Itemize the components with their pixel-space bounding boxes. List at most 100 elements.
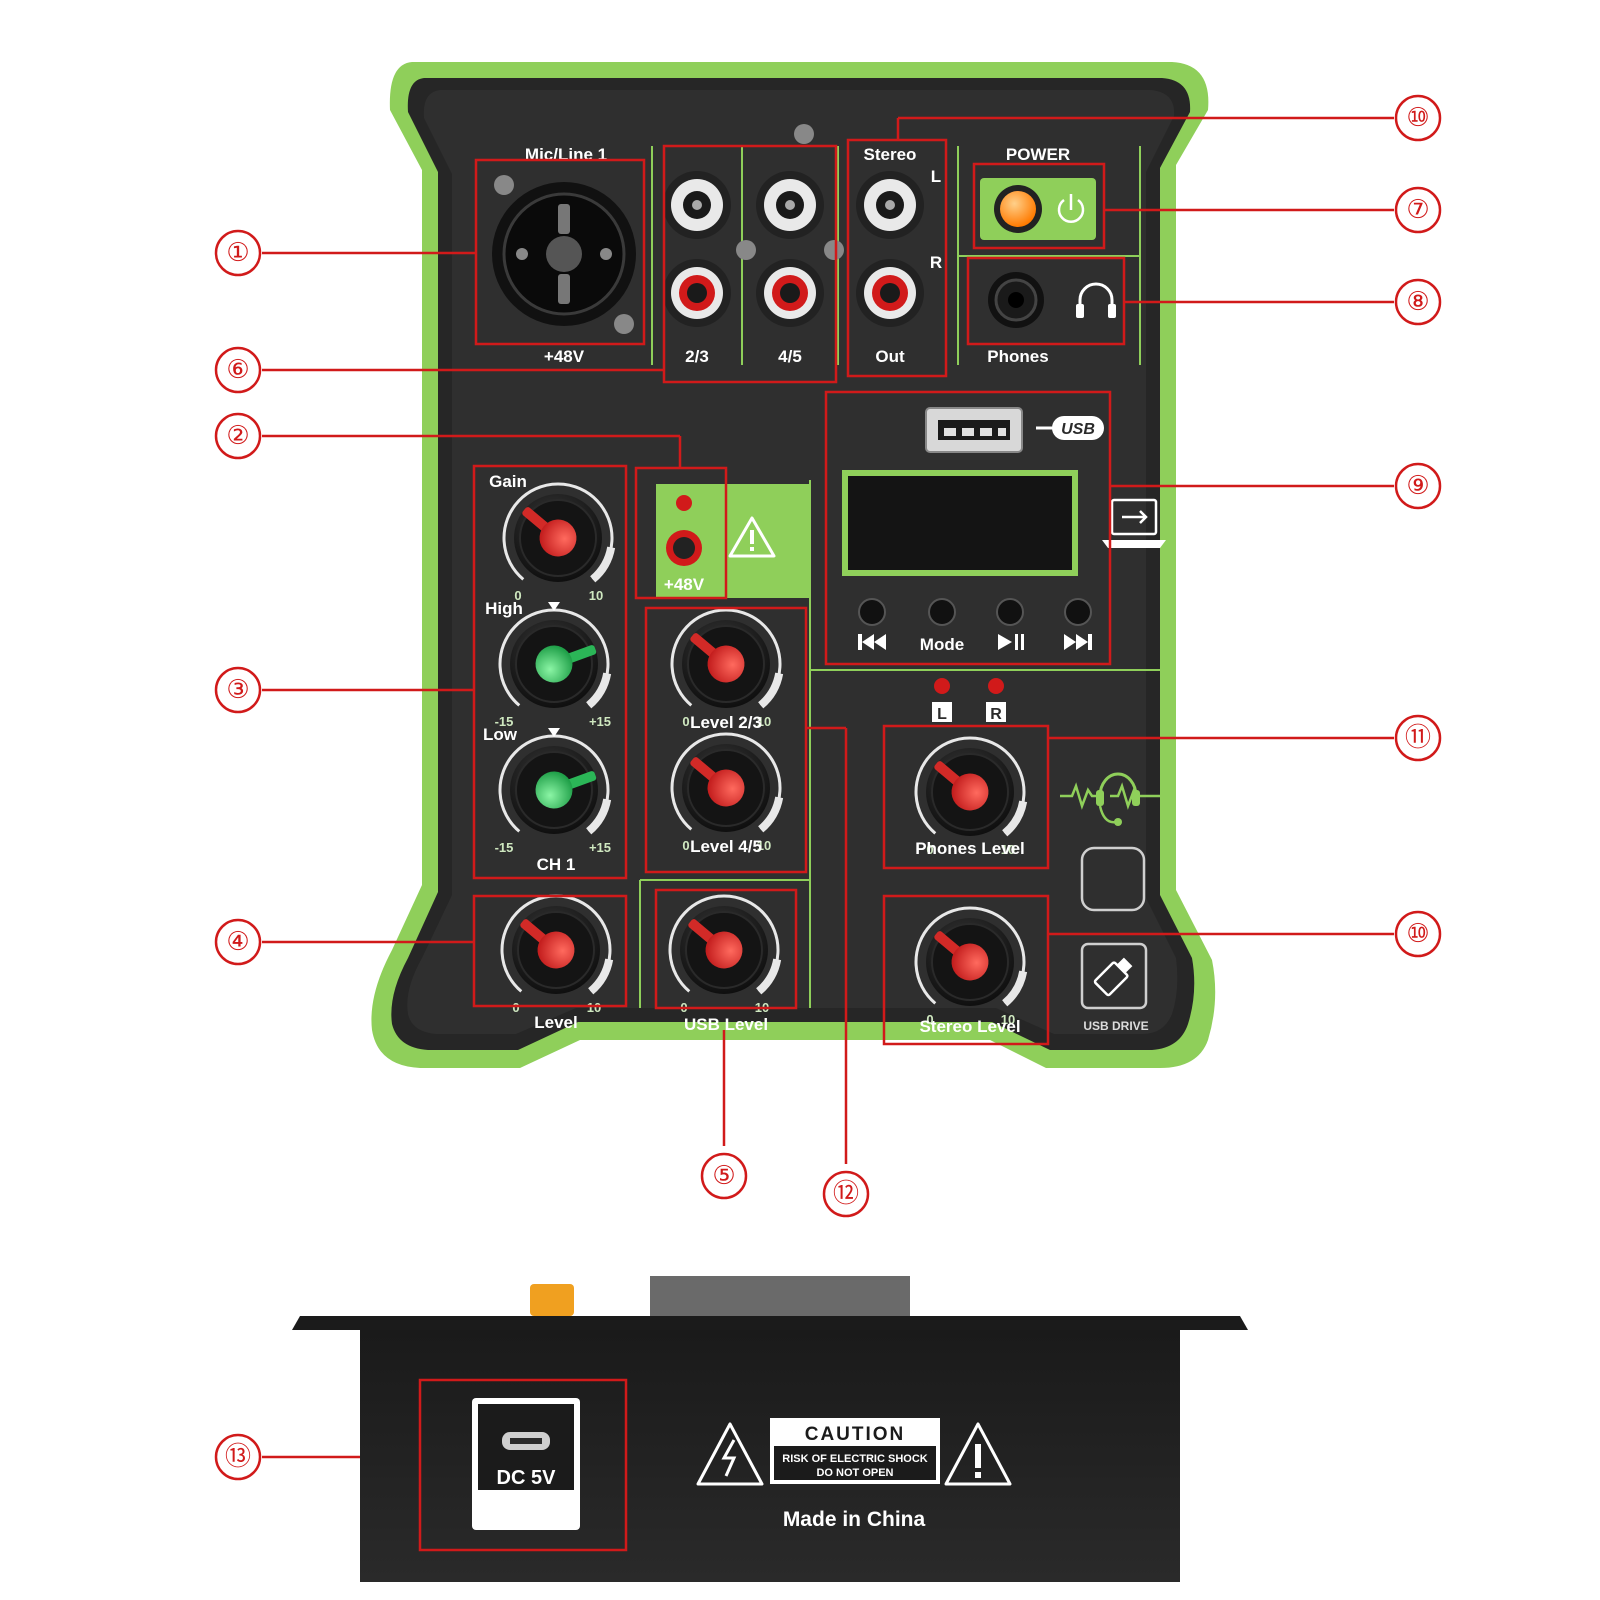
- callout-4: ④: [214, 918, 262, 966]
- headphones-icon: [1076, 282, 1116, 318]
- play-pause-button[interactable]: [996, 598, 1024, 626]
- phones-output[interactable]: Phones: [987, 272, 1116, 366]
- panel-dividers: [639, 146, 1160, 1008]
- caution-title: CAUTION: [805, 1424, 906, 1445]
- lightning-warning-icon: [696, 1422, 764, 1486]
- led-r-label: R: [990, 706, 1002, 723]
- svg-text:⑥: ⑥: [226, 355, 249, 385]
- highlight-boxes: [472, 138, 1126, 1046]
- usb-player-module: USB Mode: [842, 407, 1166, 654]
- stereo-l-label: L: [931, 167, 941, 186]
- high-eq-knob[interactable]: -15 +15: [495, 602, 612, 729]
- svg-text:⑤: ⑤: [712, 1161, 735, 1191]
- low-label: Low: [483, 725, 518, 744]
- stereo-r-label: R: [930, 253, 942, 272]
- mixer-back-panel: DC 5V CAUTION RISK OF ELECTRIC SHOCK DO …: [292, 1276, 1248, 1582]
- callout-10-top: ⑩: [1394, 94, 1442, 142]
- level-45-label: Level 4/5: [690, 837, 762, 856]
- rca-inputs[interactable]: 2/3 4/5: [663, 124, 844, 366]
- phantom-led: [676, 495, 692, 511]
- ch1-level-knob-max-label: 10: [587, 1000, 601, 1015]
- caution-line-2: DO NOT OPEN: [816, 1467, 893, 1479]
- ch1-level-knob-min-label: 0: [512, 1000, 519, 1015]
- warning-icon: [728, 516, 776, 558]
- power-icon: [1057, 194, 1085, 223]
- level-23-knob-min-label: 0: [682, 714, 689, 729]
- phantom-label: +48V: [544, 347, 585, 366]
- stereo-out-jacks[interactable]: Stereo L R Out: [856, 145, 942, 366]
- usb-level-label: USB Level: [684, 1015, 768, 1034]
- callouts: ① ⑥ ② ③ ④ ⑤ ⑫ ⑩ ⑦ ⑧ ⑨ ⑪ ⑩ ⑬: [214, 94, 1442, 1481]
- level-45-knob[interactable]: 0 10: [670, 732, 784, 853]
- rca-jack-3-red[interactable]: [663, 259, 731, 327]
- callout-7: ⑦: [1394, 186, 1442, 234]
- gain-knob-max-label: 10: [589, 588, 603, 603]
- warning-icon-back: [944, 1422, 1012, 1486]
- level-23-label: Level 2/3: [690, 713, 762, 732]
- led-l-label: L: [937, 706, 947, 723]
- stereo-level-label: Stereo Level: [919, 1017, 1020, 1036]
- phantom-power-switch[interactable]: [666, 530, 702, 566]
- callout-8: ⑧: [1394, 278, 1442, 326]
- stereo-out-label: Out: [875, 347, 905, 366]
- callout-3: ③: [214, 666, 262, 714]
- svg-text:⑧: ⑧: [1406, 287, 1429, 317]
- low-eq-knob-min-label: -15: [495, 840, 514, 855]
- knob-captions: Gain High Low CH 1 Level Level 2/3 Level…: [483, 472, 1025, 1036]
- headset-icon: [1060, 772, 1172, 826]
- svg-text:①: ①: [226, 238, 249, 268]
- power-button[interactable]: [994, 185, 1042, 233]
- rca-jack-4-white[interactable]: [756, 171, 824, 239]
- power-title: POWER: [1006, 145, 1070, 164]
- mode-button[interactable]: [928, 598, 956, 626]
- stereo-level-knob-max-label: 10: [1001, 1012, 1015, 1027]
- callout-11: ⑪: [1394, 714, 1442, 762]
- output-meter: L R: [932, 678, 1006, 723]
- rca-jack-2-white[interactable]: [663, 171, 731, 239]
- rca-2-3-label: 2/3: [685, 347, 709, 366]
- prev-track-button[interactable]: [858, 598, 886, 626]
- svg-text:⑩: ⑩: [1406, 103, 1429, 133]
- callout-6: ⑥: [214, 346, 262, 394]
- callout-5: ⑤: [700, 1152, 748, 1200]
- led-left: [934, 678, 950, 694]
- phones-label: Phones: [987, 347, 1048, 366]
- stereo-out-right-jack[interactable]: [856, 259, 924, 327]
- svg-text:④: ④: [226, 927, 249, 957]
- svg-text:③: ③: [226, 675, 249, 705]
- dc-5v-port[interactable]: DC 5V: [472, 1398, 580, 1530]
- usb-port[interactable]: [925, 407, 1023, 453]
- usb-icon: USB: [1036, 416, 1104, 440]
- level-45-knob-max-label: 10: [757, 838, 771, 853]
- play-pause-icon: [998, 634, 1024, 650]
- caution-label: CAUTION RISK OF ELECTRIC SHOCK DO NOT OP…: [770, 1418, 940, 1484]
- rca-jack-5-red[interactable]: [756, 259, 824, 327]
- leader-lines: [262, 116, 1394, 1459]
- lcd-display: [848, 476, 1072, 570]
- ch1-label: CH 1: [537, 855, 576, 874]
- made-in-label: Made in China: [783, 1508, 926, 1531]
- usb-tag: USB: [1061, 421, 1095, 438]
- high-label: High: [485, 599, 523, 618]
- level-23-knob[interactable]: 0 10: [670, 608, 784, 729]
- stereo-out-left-jack[interactable]: [856, 171, 924, 239]
- phantom-switch-label: +48V: [664, 575, 705, 594]
- level-45-knob-min-label: 0: [682, 838, 689, 853]
- level-23-knob-max-label: 10: [757, 714, 771, 729]
- usb-drive-icon: USB DRIVE: [1080, 942, 1149, 1033]
- svg-text:⑬: ⑬: [225, 1442, 251, 1472]
- high-eq-knob-max-label: +15: [589, 714, 611, 729]
- low-eq-knob[interactable]: -15+15: [495, 728, 612, 855]
- prev-track-icon: [858, 634, 886, 650]
- next-track-button[interactable]: [1064, 598, 1092, 626]
- mode-label: Mode: [920, 635, 964, 654]
- svg-text:⑪: ⑪: [1405, 723, 1431, 753]
- ch1-level-knob[interactable]: 0 10: [500, 894, 614, 1015]
- gain-label: Gain: [489, 472, 527, 491]
- high-eq-knob-min-label: -15: [495, 714, 514, 729]
